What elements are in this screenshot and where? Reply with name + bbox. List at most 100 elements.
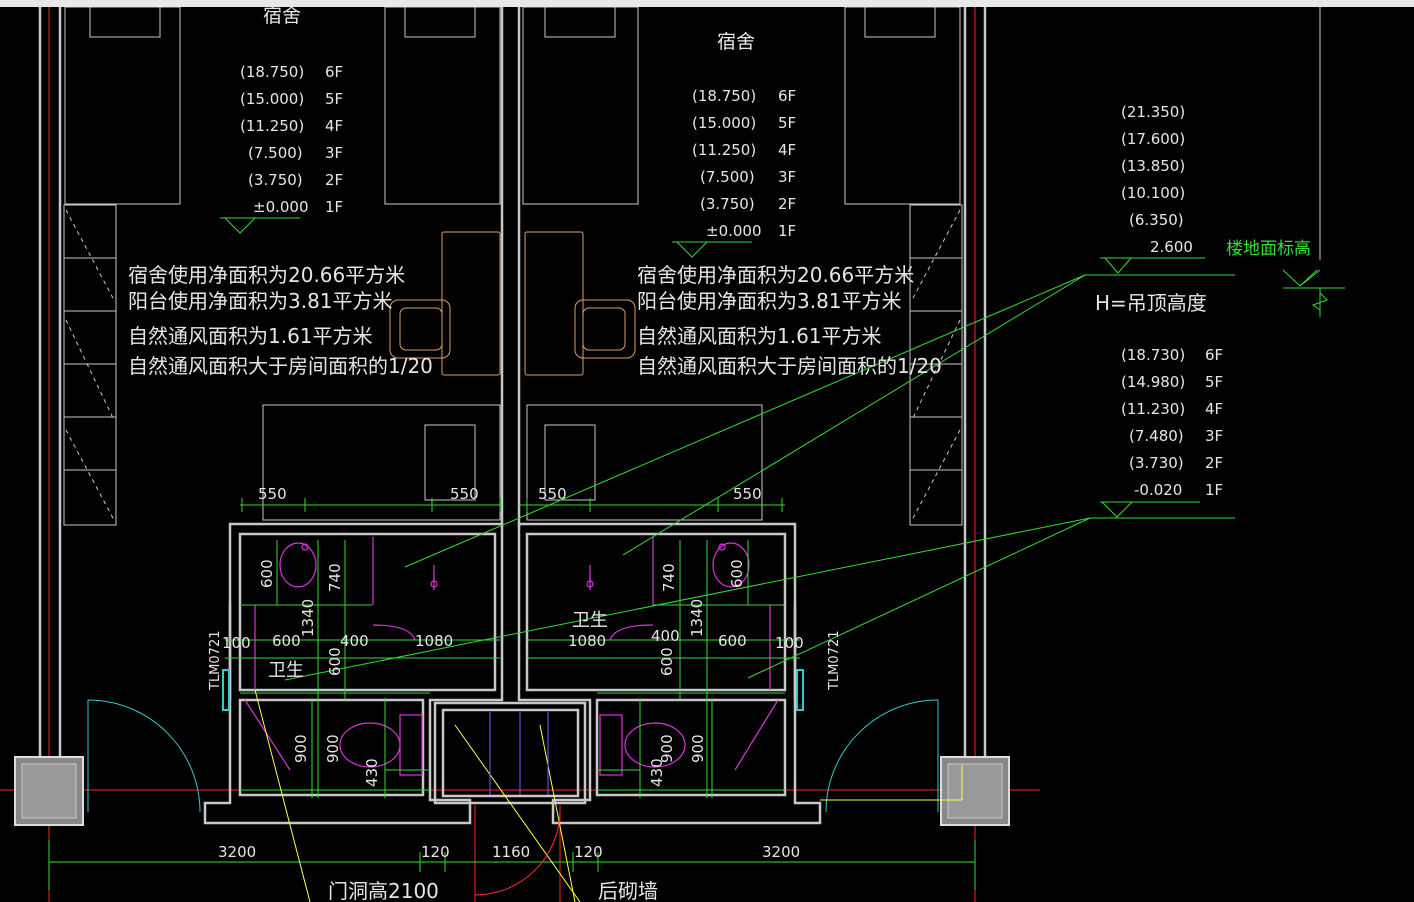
sanitary-fixtures	[244, 537, 779, 776]
chairs	[389, 231, 636, 376]
right-elev-6f: (18.750)	[692, 87, 756, 105]
right-elev-2f: (3.750)	[700, 195, 755, 213]
right-note-1: 宿舍使用净面积为20.66平方米	[637, 263, 914, 287]
dim-l-430: 430	[363, 758, 381, 787]
floor-level-label: 楼地面标高	[1226, 239, 1311, 259]
left-elev-3f: (7.500)	[248, 144, 303, 162]
furniture-outlines	[63, 7, 963, 526]
floor-elev-5f: (14.980)	[1121, 373, 1185, 391]
left-note-1: 宿舍使用净面积为20.66平方米	[128, 263, 405, 287]
exterior-walls	[38, 7, 987, 825]
floor-elev-1f: -0.020	[1134, 481, 1182, 499]
right-elev-5f: (15.000)	[692, 114, 756, 132]
left-note-4: 自然通风面积大于房间面积的1/20	[128, 354, 433, 378]
left-note-3: 自然通风面积为1.61平方米	[128, 324, 373, 348]
dim-r-430: 430	[648, 758, 666, 787]
dim-l-600: 600	[258, 559, 276, 588]
floor-elev-4f: (11.230)	[1121, 400, 1185, 418]
ceiling-elev-0: (21.350)	[1121, 103, 1185, 121]
right-room-text: 宿舍 (18.750) 6F (15.000) 5F (11.250) 4F (…	[572, 31, 942, 691]
dim-r-v600b: 600	[658, 647, 676, 676]
back-wall-note: 后砌墙	[598, 879, 658, 902]
door-height-note: 门洞高2100	[328, 879, 439, 902]
right-elev-1f: ±0.000	[706, 222, 762, 240]
service-door	[474, 811, 561, 896]
right-elev-3f: (7.500)	[700, 168, 755, 186]
right-floor-1f: 1F	[778, 222, 796, 240]
dim-l-1340: 1340	[299, 599, 317, 637]
floor-elev-3f: (7.480)	[1129, 427, 1184, 445]
left-floor-3f: 3F	[325, 144, 343, 162]
dim-l-v600b: 600	[326, 647, 344, 676]
floor-elev-1f-tag: 1F	[1205, 481, 1223, 499]
left-bath-label: 卫生	[268, 660, 304, 681]
left-floor-5f: 5F	[325, 90, 343, 108]
right-bath-label: 卫生	[572, 610, 608, 631]
shaft-lines	[489, 712, 549, 795]
floor-elev-4f-tag: 4F	[1205, 400, 1223, 418]
left-room-text: 宿舍 (18.750) 6F (15.000) 5F (11.250) 4F (…	[128, 7, 433, 691]
dim-top-0: 550	[258, 485, 287, 503]
dim-bottom-3: 120	[574, 843, 603, 861]
dim-bottom-1: 120	[421, 843, 450, 861]
dimension-text: 550 550 550 550 600 740 1340 100 600 400…	[218, 485, 804, 861]
floor-elev-5f-tag: 5F	[1205, 373, 1223, 391]
left-elev-6f: (18.750)	[240, 63, 304, 81]
dim-r-900b: 900	[689, 734, 707, 763]
right-note-2: 阳台使用净面积为3.81平方米	[637, 289, 902, 313]
right-floor-2f: 2F	[778, 195, 796, 213]
left-note-2: 阳台使用净面积为3.81平方米	[128, 289, 393, 313]
left-elev-2f: (3.750)	[248, 171, 303, 189]
right-note-3: 自然通风面积为1.61平方米	[637, 324, 882, 348]
dim-r-900a: 900	[658, 734, 676, 763]
ceiling-elev-1: (17.600)	[1121, 130, 1185, 148]
left-floor-6f: 6F	[325, 63, 343, 81]
dim-l-900a: 900	[292, 734, 310, 763]
dim-top-3: 550	[733, 485, 762, 503]
dim-l-900b: 900	[324, 734, 342, 763]
right-floor-3f: 3F	[778, 168, 796, 186]
dim-top-2: 550	[538, 485, 567, 503]
floor-elev-3f-tag: 3F	[1205, 427, 1223, 445]
dim-l-h600: 600	[272, 632, 301, 650]
left-elev-1f: ±0.000	[253, 198, 309, 216]
right-floor-5f: 5F	[778, 114, 796, 132]
bottom-notes: 门洞高2100 后砌墙	[328, 879, 658, 902]
dim-bottom-4: 3200	[762, 843, 800, 861]
right-elev-4f: (11.250)	[692, 141, 756, 159]
right-note-4: 自然通风面积大于房间面积的1/20	[637, 354, 942, 378]
dim-l-100: 100	[222, 634, 251, 652]
left-floor-4f: 4F	[325, 117, 343, 135]
dim-top-1: 550	[450, 485, 479, 503]
dim-r-h600: 600	[718, 632, 747, 650]
right-room-title: 宿舍	[717, 31, 755, 53]
left-floor-1f: 1F	[325, 198, 343, 216]
right-floor-4f: 4F	[778, 141, 796, 159]
dim-bottom-0: 3200	[218, 843, 256, 861]
entry-doors	[87, 699, 939, 813]
floor-elev-2f-tag: 2F	[1205, 454, 1223, 472]
dim-r-1340: 1340	[688, 599, 706, 637]
ceiling-height-label: H=吊顶高度	[1095, 291, 1207, 315]
ceiling-elev-5: 2.600	[1150, 238, 1193, 256]
dim-bottom-2: 1160	[492, 843, 530, 861]
dimension-lines	[48, 498, 976, 890]
left-room-title: 宿舍	[263, 7, 301, 27]
dim-l-740: 740	[326, 563, 344, 592]
dim-l-1080: 1080	[415, 632, 453, 650]
floor-elev-6f: (18.730)	[1121, 346, 1185, 364]
dim-r-100: 100	[775, 634, 804, 652]
dim-r-600: 600	[728, 559, 746, 588]
left-floor-2f: 2F	[325, 171, 343, 189]
left-elev-4f: (11.250)	[240, 117, 304, 135]
dim-r-400: 400	[651, 627, 680, 645]
dim-r-1080: 1080	[568, 632, 606, 650]
dim-l-400: 400	[340, 632, 369, 650]
dim-r-740: 740	[660, 563, 678, 592]
cad-drawing-canvas[interactable]: 宿舍 (18.750) 6F (15.000) 5F (11.250) 4F (…	[0, 7, 1414, 902]
ceiling-elev-2: (13.850)	[1121, 157, 1185, 175]
right-floor-6f: 6F	[778, 87, 796, 105]
door-leaders	[254, 689, 963, 902]
legend-text: (21.350) (17.600) (13.850) (10.100) (6.3…	[1095, 103, 1311, 499]
bath-windows	[222, 669, 804, 711]
